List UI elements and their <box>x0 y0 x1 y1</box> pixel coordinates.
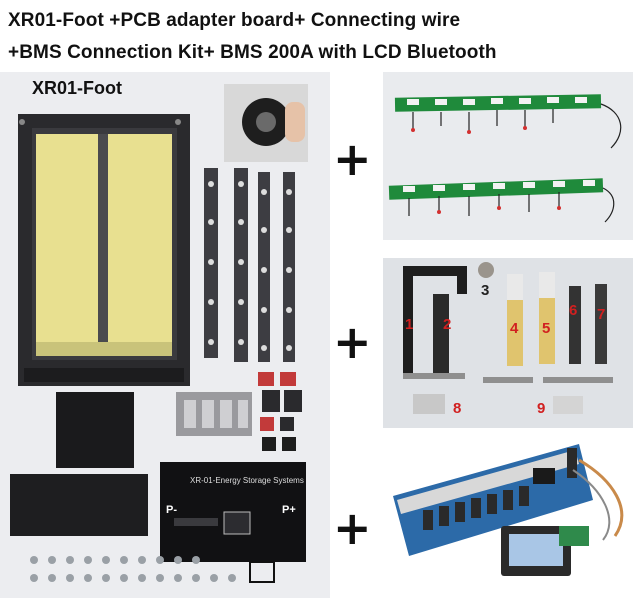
terminal-parts <box>258 372 302 451</box>
battery-enclosure <box>18 114 190 386</box>
bms-connection-kit-photo: 1 2 3 4 5 6 7 8 9 <box>383 258 633 428</box>
front-plate <box>160 462 306 562</box>
pcb-adapter-illustration <box>388 94 622 223</box>
bottom-plate <box>10 474 148 536</box>
kit-part-2 <box>433 294 449 374</box>
xr01-foot-photo: XR01-Foot XR-01-Energy Storage Systems P… <box>0 72 330 598</box>
plus-sign: + <box>333 315 372 369</box>
lcd-display <box>501 526 571 576</box>
xr01-foot-label: XR01-Foot <box>32 78 122 98</box>
knob-inset-photo <box>224 84 308 162</box>
xr01-foot-illustration <box>10 84 308 583</box>
busbar-strips <box>204 168 295 362</box>
kit-number-5: 5 <box>542 320 551 337</box>
plus-sign: + <box>333 501 372 555</box>
bms-kit-illustration <box>403 262 613 414</box>
plus-sign: + <box>333 132 372 186</box>
kit-number-3: 3 <box>481 282 490 299</box>
terminal-neg-label: P- <box>166 504 177 516</box>
terminal-pos-label: P+ <box>282 504 296 516</box>
kit-part-7 <box>595 284 607 364</box>
kit-part-9 <box>553 396 583 414</box>
kit-number-9: 9 <box>537 400 546 417</box>
kit-number-6: 6 <box>569 302 578 319</box>
kit-part-3 <box>478 262 494 278</box>
title-line-2: +BMS Connection Kit+ BMS 200A with LCD B… <box>8 42 497 63</box>
kit-part-8 <box>413 394 445 414</box>
front-plate-text: XR-01-Energy Storage Systems <box>190 476 304 485</box>
kit-part-1 <box>403 266 465 276</box>
pcb-adapter-photo <box>383 72 633 240</box>
bms-illustration <box>393 444 624 576</box>
lcd-connector <box>559 526 589 546</box>
bms-200a-photo <box>383 440 640 598</box>
kit-part-6 <box>569 286 581 364</box>
bms-board <box>393 444 593 556</box>
kit-number-4: 4 <box>510 320 519 337</box>
gasket-frame <box>249 561 275 583</box>
title-line-1: XR01-Foot +PCB adapter board+ Connecting… <box>8 10 461 31</box>
kit-number-7: 7 <box>597 306 606 323</box>
kit-number-8: 8 <box>453 400 462 417</box>
side-cover <box>56 392 134 468</box>
kit-number-2: 2 <box>443 316 452 333</box>
bracket-clips <box>176 392 252 436</box>
screw-set <box>30 556 236 582</box>
kit-number-1: 1 <box>405 316 414 333</box>
